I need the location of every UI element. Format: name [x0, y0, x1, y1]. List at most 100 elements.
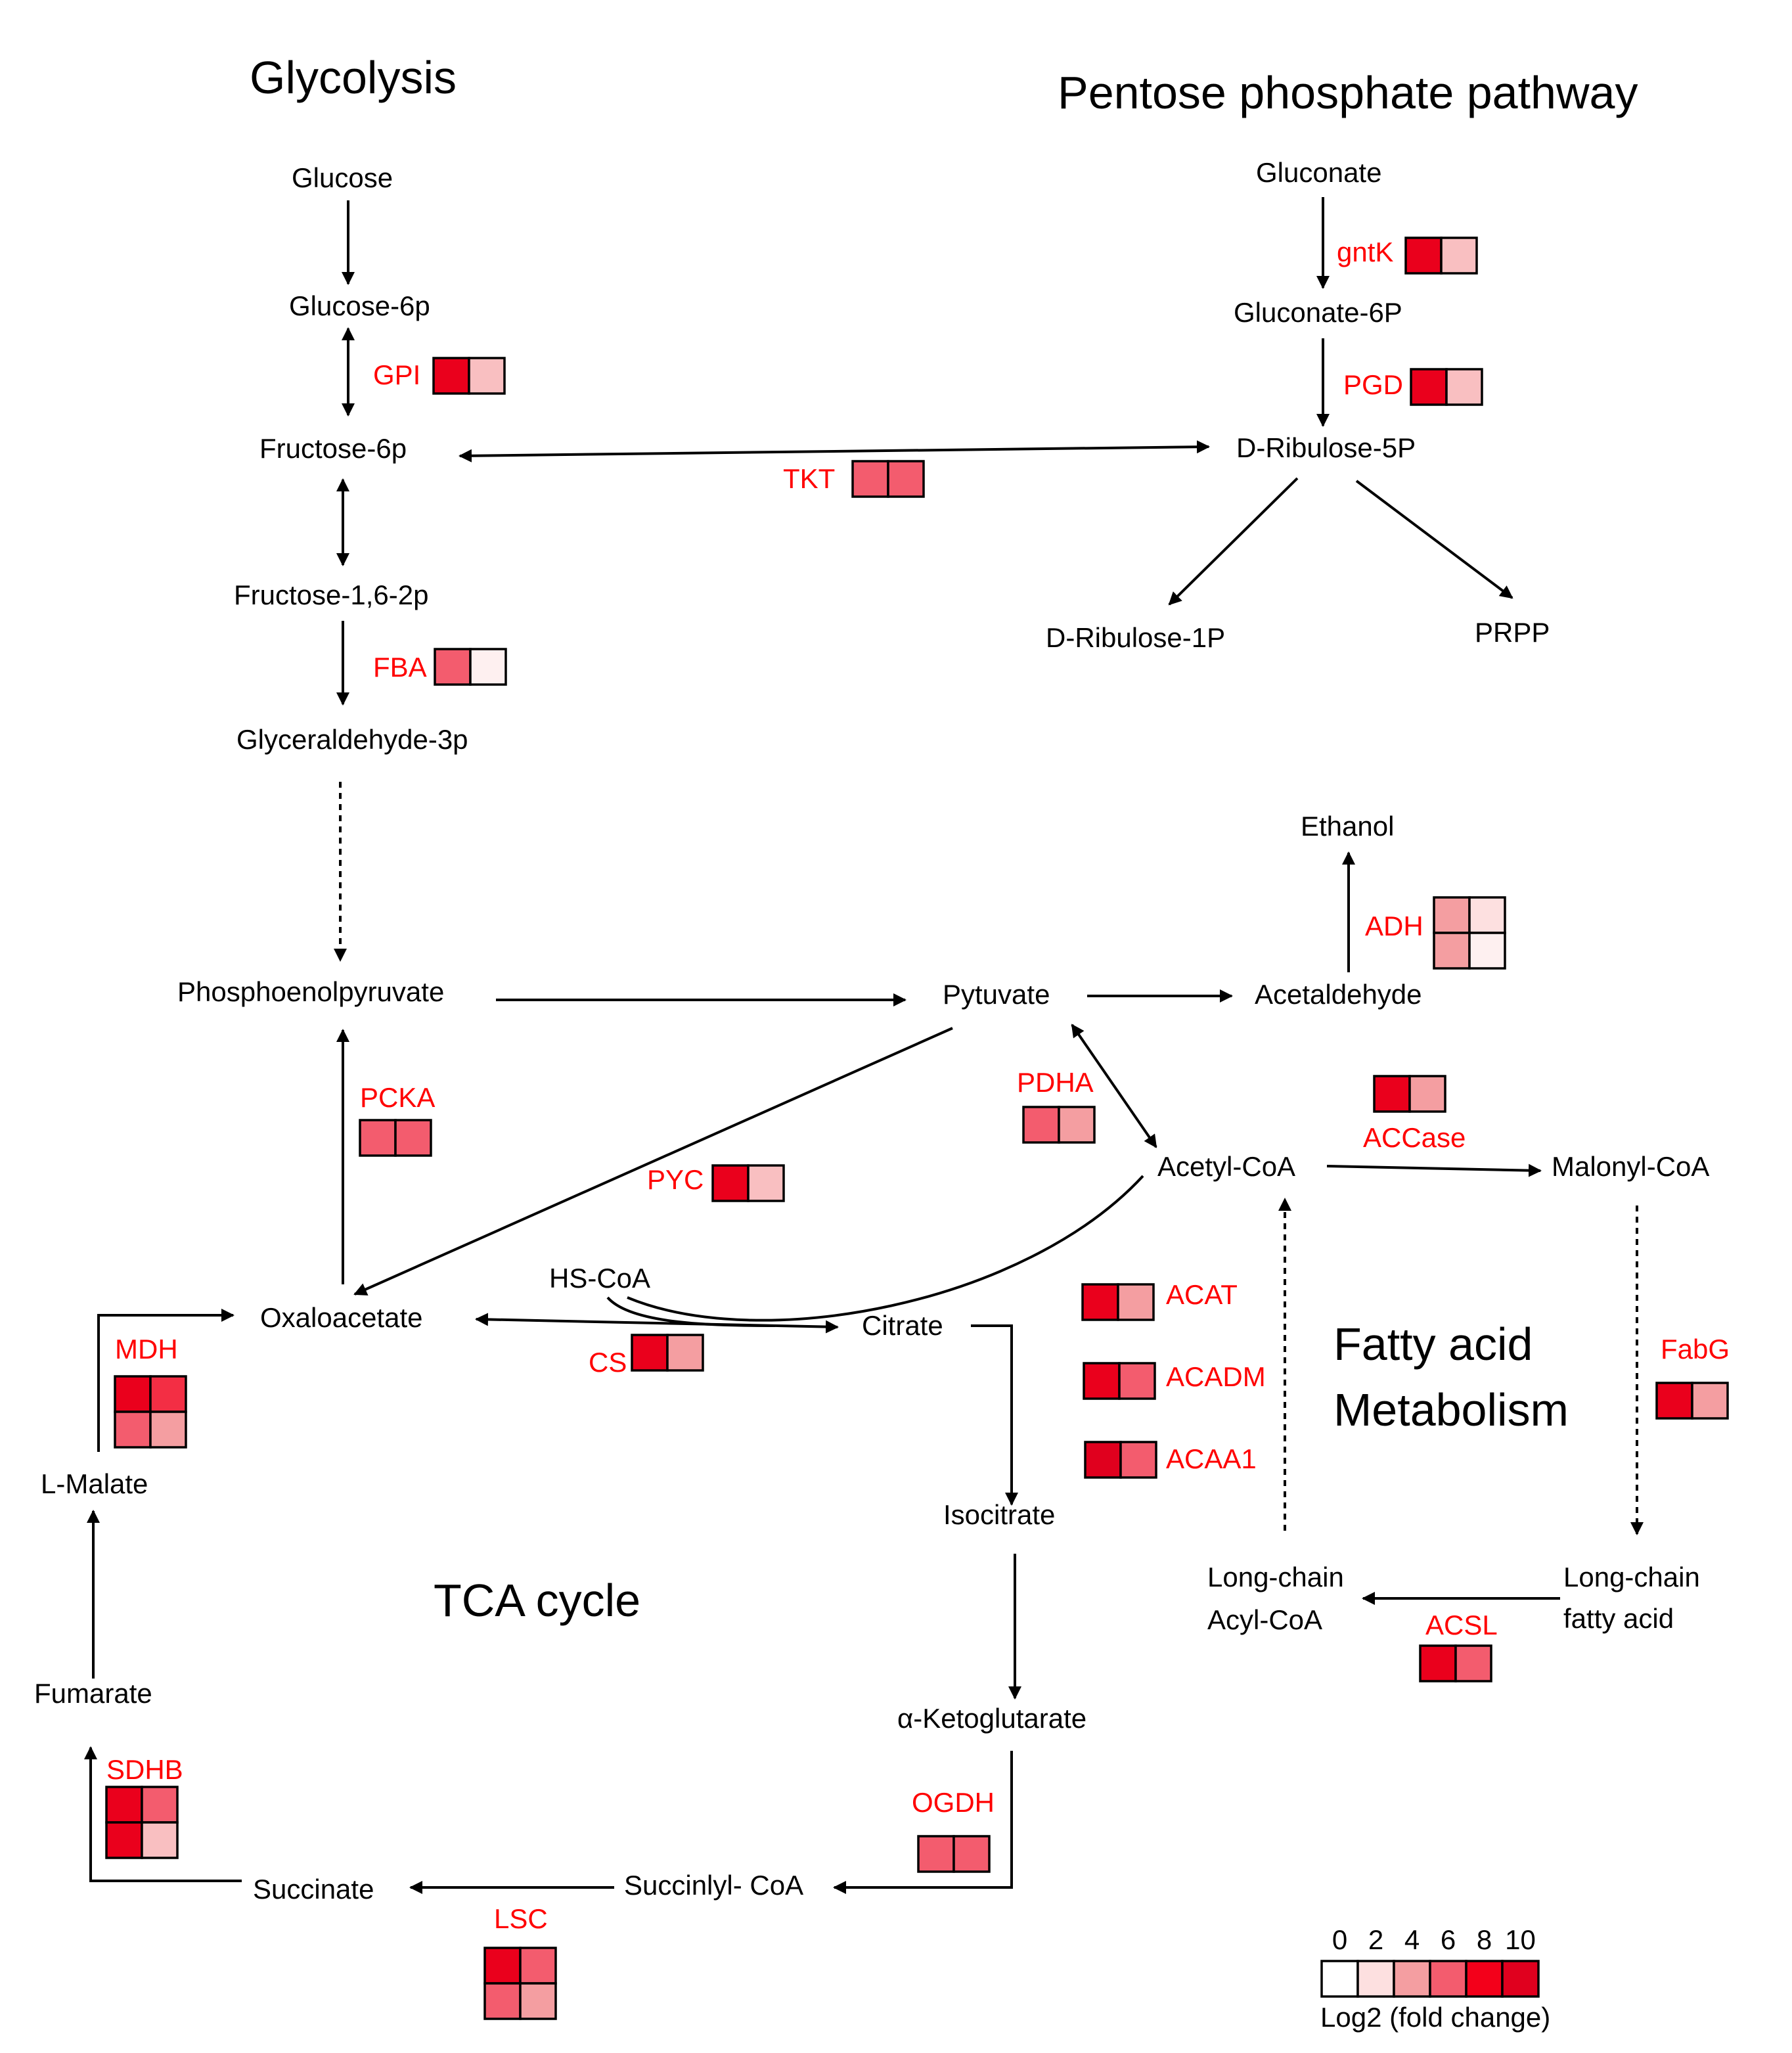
heatmap-cell-pyc-r0-c0 — [711, 1164, 750, 1202]
heatmap-cell-tkt-r0-c1 — [887, 460, 925, 498]
enzyme-label-fba: FBA — [373, 652, 427, 683]
heatmap-pgd — [1410, 368, 1483, 406]
enzyme-label-adh: ADH — [1365, 911, 1423, 941]
heatmap-cell-pgd-r0-c0 — [1410, 368, 1448, 406]
arrow-alpha-ketoglutarate-to-succinyl-coa — [833, 1751, 1013, 1894]
heatmap-cell-acsl-r0-c1 — [1454, 1644, 1492, 1682]
heatmap-cell-sdhb-r0-c0 — [105, 1786, 143, 1824]
heatmap-cell-fabg-r0-c0 — [1655, 1382, 1693, 1420]
heatmap-cell-gntk-r0-c0 — [1404, 237, 1443, 275]
arrow-d-ribulose-5p-to-d-ribulose-1p — [1168, 477, 1299, 606]
heatmap-cell-mdh-r0-c1 — [149, 1375, 187, 1413]
heatmap-acadm — [1083, 1362, 1156, 1400]
arrow-succinate-to-fumarate — [84, 1746, 242, 1882]
enzyme-label-acsl: ACSL — [1425, 1610, 1498, 1640]
legend-tick-label: 8 — [1477, 1924, 1492, 1955]
heatmap-pyc — [711, 1164, 785, 1202]
metabolite-glucose: Glucose — [292, 162, 393, 193]
arrow-acetyl-coa-to-citrate-curve — [627, 1175, 1144, 1322]
metabolite-d-ribulose-5p: D-Ribulose-5P — [1236, 432, 1416, 463]
metabolite-d-ribulose-1p: D-Ribulose-1P — [1046, 622, 1225, 653]
enzyme-label-acat: ACAT — [1166, 1279, 1238, 1310]
heatmap-cell-lsc-r1-c1 — [519, 1982, 557, 2020]
heatmap-acsl — [1419, 1644, 1492, 1682]
metabolite-glyceraldehyde-3p: Glyceraldehyde-3p — [236, 724, 468, 755]
legend-tick-label: 0 — [1332, 1924, 1347, 1955]
heatmap-cell-acadm-r0-c1 — [1118, 1362, 1156, 1400]
heatmap-cell-tkt-r0-c0 — [851, 460, 889, 498]
metabolite-long-chain-acyl-coa-line1: Long-chain — [1207, 1562, 1344, 1592]
heatmap-adh — [1433, 896, 1506, 970]
heatmap-acaa1 — [1084, 1441, 1157, 1479]
metabolite-long-chain-fatty-acid-line2: fatty acid — [1563, 1603, 1674, 1634]
heatmap-fabg — [1655, 1382, 1729, 1420]
arrow-l-malate-to-oxaloacetate — [97, 1309, 235, 1452]
tca-cycle-title: TCA cycle — [434, 1575, 640, 1626]
metabolite-malonyl-coa: Malonyl-CoA — [1552, 1151, 1709, 1182]
heatmap-cell-acat-r0-c1 — [1117, 1283, 1155, 1321]
heatmap-cell-ogdh-r0-c1 — [952, 1835, 991, 1873]
heatmap-cell-acaa1-r0-c1 — [1119, 1441, 1157, 1479]
fatty-acid-title-line2: Metabolism — [1333, 1384, 1569, 1435]
enzyme-label-acaa1: ACAA1 — [1166, 1443, 1257, 1474]
arrow-d-ribulose-5p-to-prpp — [1355, 480, 1513, 599]
heatmap-cell-sdhb-r1-c1 — [141, 1821, 179, 1859]
arrow-acetyl-coa-to-malonyl-coa — [1326, 1163, 1542, 1177]
heatmap-cell-fba-r0-c1 — [469, 648, 507, 686]
heatmap-cell-lsc-r1-c0 — [483, 1982, 522, 2020]
heatmap-cell-cs-r0-c0 — [631, 1334, 669, 1372]
enzyme-label-fabg: FabG — [1661, 1334, 1730, 1365]
heatmap-cell-acsl-r0-c0 — [1419, 1644, 1457, 1682]
metabolite-isocitrate: Isocitrate — [943, 1499, 1055, 1530]
heatmap-cell-fabg-r0-c1 — [1691, 1382, 1729, 1420]
heatmap-cell-fba-r0-c0 — [434, 648, 472, 686]
metabolite-long-chain-acyl-coa-line2: Acyl-CoA — [1207, 1604, 1322, 1635]
heatmap-sdhb — [105, 1786, 179, 1859]
enzyme-label-tkt: TKT — [783, 463, 835, 494]
heatmap-ogdh — [917, 1835, 991, 1873]
heatmap-cell-adh-r0-c1 — [1468, 896, 1506, 934]
enzyme-label-pcka: PCKA — [360, 1082, 435, 1113]
legend-tick-label: 2 — [1368, 1924, 1383, 1955]
enzyme-label-pdha: PDHA — [1017, 1067, 1094, 1098]
metabolite-gluconate-6p: Gluconate-6P — [1234, 297, 1402, 328]
heatmap-cell-accase-r0-c0 — [1373, 1075, 1411, 1113]
metabolite-oxaloacetate: Oxaloacetate — [260, 1302, 423, 1333]
heatmap-cell-gpi-r0-c1 — [468, 357, 506, 395]
heatmap-cell-ogdh-r0-c0 — [917, 1835, 955, 1873]
heatmap-cs — [631, 1334, 704, 1372]
arrow-pyruvate-acetyl-coa — [1071, 1024, 1157, 1148]
metabolite-citrate: Citrate — [862, 1310, 943, 1341]
metabolite-acetaldehyde: Acetaldehyde — [1255, 979, 1422, 1010]
heatmap-fba — [434, 648, 507, 686]
enzyme-label-lsc: LSC — [494, 1903, 548, 1934]
heatmap-cell-lsc-r0-c1 — [519, 1947, 557, 1985]
arrow-fructose-6p-d-ribulose-5p — [459, 440, 1210, 462]
metabolite-gluconate: Gluconate — [1256, 157, 1381, 188]
enzyme-label-gpi: GPI — [373, 359, 420, 390]
enzyme-label-sdhb: SDHB — [106, 1754, 183, 1785]
heatmap-cell-mdh-r1-c1 — [149, 1410, 187, 1449]
fatty-acid-title-line1: Fatty acid — [1333, 1319, 1533, 1370]
enzyme-label-gntk: gntK — [1337, 237, 1393, 267]
heatmap-lsc — [483, 1947, 557, 2020]
metabolite-glucose-6p: Glucose-6p — [289, 290, 430, 321]
heatmap-cell-mdh-r1-c0 — [114, 1410, 152, 1449]
legend-swatch-0 — [1320, 1960, 1359, 1998]
heatmap-cell-acaa1-r0-c0 — [1084, 1441, 1122, 1479]
heatmap-cell-pcka-r0-c0 — [359, 1119, 397, 1157]
enzyme-label-acadm: ACADM — [1166, 1361, 1266, 1392]
glycolysis-title: Glycolysis — [250, 52, 457, 103]
heatmap-cell-mdh-r0-c0 — [114, 1375, 152, 1413]
heatmap-pdha — [1022, 1106, 1096, 1144]
heatmap-tkt — [851, 460, 925, 498]
heatmap-cell-pyc-r0-c1 — [747, 1164, 785, 1202]
legend-color-scale — [1320, 1960, 1540, 1998]
legend-tick-label: 6 — [1441, 1924, 1456, 1955]
heatmap-cell-adh-r1-c0 — [1433, 932, 1471, 970]
heatmap-cell-pdha-r0-c1 — [1058, 1106, 1096, 1144]
heatmap-mdh — [114, 1375, 187, 1449]
heatmap-cell-lsc-r0-c0 — [483, 1947, 522, 1985]
